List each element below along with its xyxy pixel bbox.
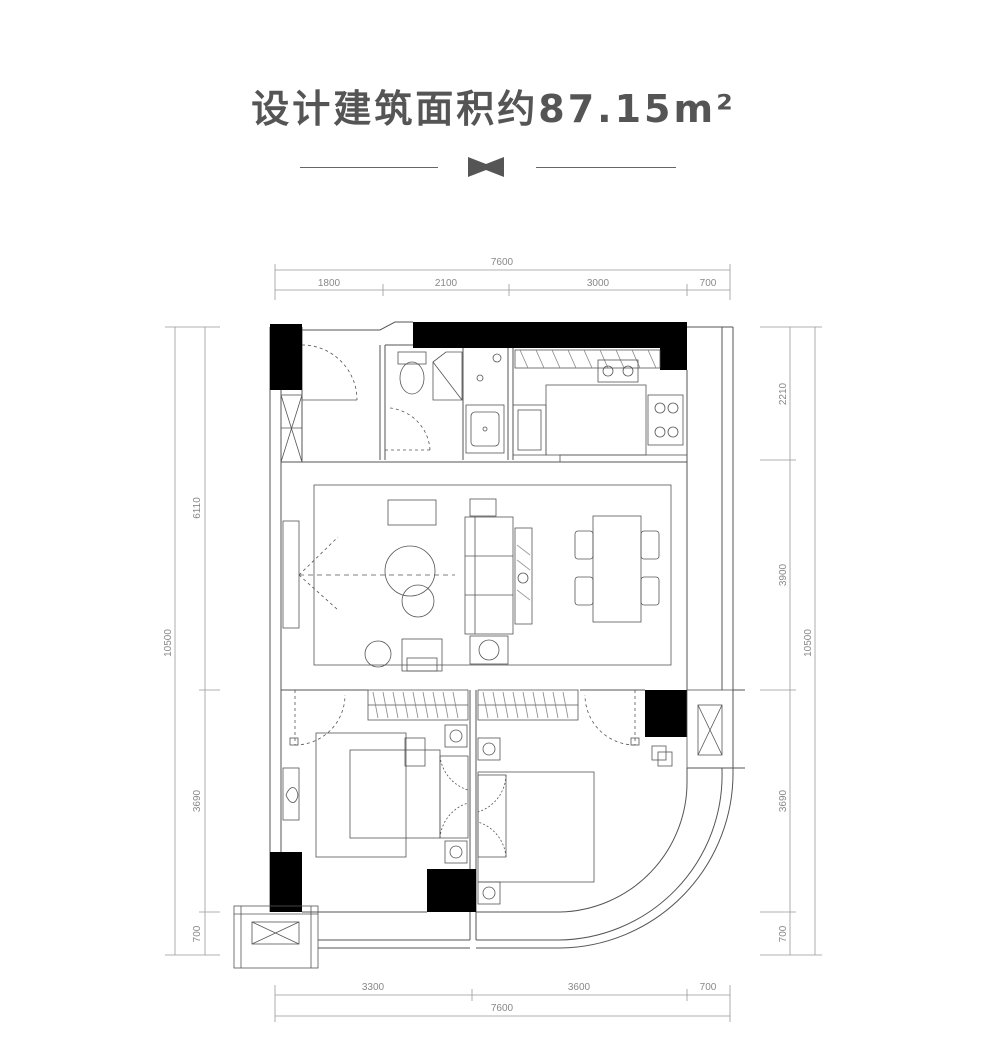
dim-top-2: 2100 [435,278,458,289]
bowtie-icon [468,157,504,177]
dim-top-4: 700 [700,278,717,289]
dim-left-1: 6110 [192,497,203,519]
floor-area-text: 设计建筑面积约87.15 [251,87,674,131]
structural-columns [270,322,687,912]
dim-bottom-3: 700 [700,982,717,993]
dim-bottom-2: 3600 [568,982,591,993]
dim-right-2: 3900 [778,563,789,586]
ac-units [233,689,734,969]
dim-left-total: 10500 [163,629,174,657]
dim-left-2: 3690 [192,789,203,812]
bathroom [385,351,505,454]
dim-left-3: 700 [192,925,203,942]
living-room [282,484,672,672]
dim-right-1: 2210 [778,382,789,405]
dim-top-total: 7600 [491,257,514,268]
floor-area-title: 设计建筑面积约87.15m² [0,78,987,133]
bedroom-right [477,690,673,905]
area-unit: m² [673,87,736,131]
dim-right-total: 10500 [803,629,814,657]
dim-top-1: 1800 [318,278,341,289]
dim-bottom-total: 7600 [491,1003,514,1014]
wardrobes [367,689,579,721]
bedroom-left [282,690,469,864]
divider-right [536,167,676,168]
kitchen [512,349,688,463]
dim-right-4: 700 [778,925,789,942]
dim-right-3: 3690 [778,789,789,812]
divider-left [300,167,438,168]
entry-cabinet [280,344,358,463]
dim-bottom-1: 3300 [362,982,385,993]
walls [269,321,745,949]
dimension-lines [165,264,822,1022]
dim-top-3: 3000 [587,278,610,289]
